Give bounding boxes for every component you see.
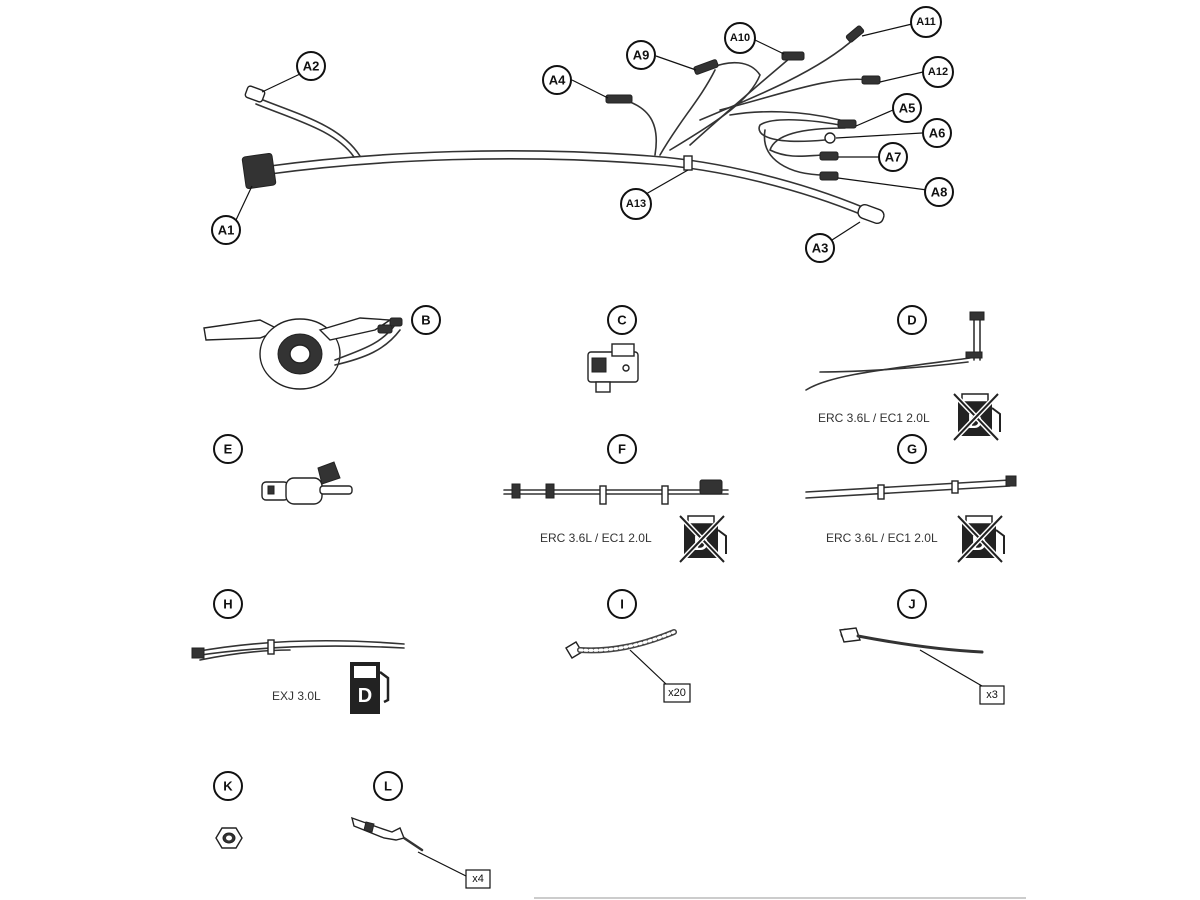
svg-text:B: B xyxy=(421,313,430,328)
part-h-harness: H EXJ 3.0L D xyxy=(191,589,405,714)
svg-text:A9: A9 xyxy=(633,48,650,63)
callout-a5: A5 xyxy=(892,93,922,123)
svg-text:D: D xyxy=(358,685,372,707)
svg-text:D: D xyxy=(907,313,916,328)
part-i-cable-tie: I x20 xyxy=(565,589,691,703)
callout-k: K xyxy=(213,771,243,801)
svg-text:A4: A4 xyxy=(549,73,566,88)
part-e-plug-icon xyxy=(261,481,289,501)
harness-connector-a10-icon xyxy=(781,51,805,61)
callout-g: G xyxy=(897,434,927,464)
part-c-module: C xyxy=(587,305,639,393)
svg-text:C: C xyxy=(617,313,627,328)
svg-text:E: E xyxy=(224,442,233,457)
svg-text:L: L xyxy=(384,779,392,794)
svg-text:J: J xyxy=(908,597,915,612)
harness-connector-a9-icon xyxy=(693,59,719,75)
callout-a6: A6 xyxy=(922,118,952,148)
part-b-steering-switch: B xyxy=(203,305,441,390)
part-d-harness: D ERC 3.6L / EC1 2.0L D xyxy=(805,305,1001,442)
callout-a10: A10 xyxy=(724,22,756,54)
part-f-engine-note: ERC 3.6L / EC1 2.0L xyxy=(540,531,652,545)
svg-text:I: I xyxy=(620,597,624,612)
svg-text:A10: A10 xyxy=(730,32,750,44)
svg-text:A13: A13 xyxy=(626,198,646,210)
no-diesel-icon: D xyxy=(678,514,727,564)
callout-d: D xyxy=(897,305,927,335)
no-diesel-icon: D xyxy=(956,514,1005,564)
harness-connector-a12-icon xyxy=(861,75,881,85)
harness-connector-a3-icon xyxy=(857,203,885,225)
harness-connector-a7-icon xyxy=(819,151,839,161)
callout-b: B xyxy=(411,305,441,335)
part-g-engine-note: ERC 3.6L / EC1 2.0L xyxy=(826,531,938,545)
svg-text:A7: A7 xyxy=(885,150,902,165)
callout-f: F xyxy=(607,434,637,464)
callout-c: C xyxy=(607,305,637,335)
harness-clip-a13-icon xyxy=(683,155,693,171)
svg-text:G: G xyxy=(907,442,917,457)
svg-text:A5: A5 xyxy=(899,101,916,116)
harness-callouts: A1 A2 A3 A4 A5 A6 A7 A8 A9 A10 A11 A12 A… xyxy=(211,6,954,263)
svg-text:A12: A12 xyxy=(928,66,948,78)
svg-text:x4: x4 xyxy=(472,873,484,885)
callout-a12: A12 xyxy=(922,56,954,88)
callout-a9: A9 xyxy=(626,40,656,70)
part-i-quantity-badge: x20 xyxy=(663,683,691,703)
push-rivet-icon xyxy=(351,816,405,841)
main-wiring-harness xyxy=(235,23,928,241)
callout-a3: A3 xyxy=(805,233,835,263)
svg-text:K: K xyxy=(223,779,233,794)
svg-text:A1: A1 xyxy=(218,223,235,238)
svg-text:A3: A3 xyxy=(812,241,829,256)
harness-connector-a1-icon xyxy=(241,152,277,190)
no-diesel-icon: D xyxy=(952,392,1001,442)
callout-a2: A2 xyxy=(296,51,326,81)
harness-connector-a8-icon xyxy=(819,171,839,181)
part-j-cable-tie: J x3 xyxy=(839,589,1005,705)
svg-text:F: F xyxy=(618,442,626,457)
callout-a11: A11 xyxy=(910,6,942,38)
part-f-harness: F ERC 3.6L / EC1 2.0L D xyxy=(503,434,729,564)
callout-l: L xyxy=(373,771,403,801)
part-j-quantity-badge: x3 xyxy=(979,685,1005,705)
part-h-engine-note: EXJ 3.0L xyxy=(272,689,321,703)
svg-text:A11: A11 xyxy=(916,16,936,28)
callout-a7: A7 xyxy=(878,142,908,172)
callout-a1: A1 xyxy=(211,215,241,245)
harness-connector-a2-icon xyxy=(244,85,266,103)
part-d-engine-note: ERC 3.6L / EC1 2.0L xyxy=(818,411,930,425)
part-l-rivet: L x4 xyxy=(351,771,491,889)
svg-text:A2: A2 xyxy=(303,59,320,74)
callout-a8: A8 xyxy=(924,177,954,207)
harness-connector-a11-icon xyxy=(845,25,865,43)
harness-connector-a5-icon xyxy=(837,119,857,129)
part-g-harness: G ERC 3.6L / EC1 2.0L D xyxy=(805,434,1017,564)
part-e-pump: E xyxy=(213,434,353,505)
callout-j: J xyxy=(897,589,927,619)
part-k-nut: K xyxy=(213,771,243,849)
callout-e: E xyxy=(213,434,243,464)
harness-connector-a6-icon xyxy=(824,132,836,144)
callout-a4: A4 xyxy=(542,65,572,95)
svg-text:x20: x20 xyxy=(668,687,686,699)
svg-text:x3: x3 xyxy=(986,689,998,701)
svg-text:A6: A6 xyxy=(929,126,946,141)
svg-text:H: H xyxy=(223,597,232,612)
svg-text:A8: A8 xyxy=(931,185,948,200)
diesel-pump-icon: D xyxy=(350,662,390,714)
callout-h: H xyxy=(213,589,243,619)
harness-connector-a4-icon xyxy=(605,94,633,104)
callout-i: I xyxy=(607,589,637,619)
callout-a13: A13 xyxy=(620,188,652,220)
part-l-quantity-badge: x4 xyxy=(465,869,491,889)
